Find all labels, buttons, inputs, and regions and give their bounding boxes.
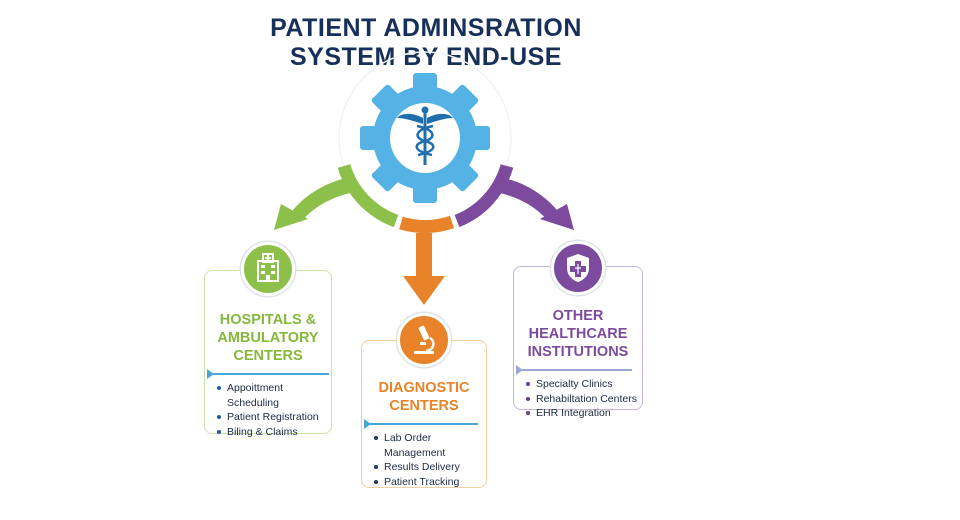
diagnostic-divider — [364, 419, 478, 429]
green-arrow-head — [274, 204, 308, 230]
hospital-building-icon — [241, 242, 295, 296]
diagnostic-title-line-2: CENTERS — [389, 398, 459, 414]
microscope-icon — [397, 313, 451, 367]
other-title-line-1: OTHER HEALTHCARE — [528, 308, 628, 342]
caduceus-icon — [397, 106, 453, 165]
list-item: Lab Order Management — [374, 431, 486, 460]
list-item: Appoittment Scheduling — [217, 381, 331, 410]
hospitals-title-line-3: CENTERS — [233, 348, 303, 364]
orange-arrow-body — [416, 233, 432, 277]
hospitals-title-line-1: HOSPITALS & — [219, 312, 317, 328]
ring-segment-purple — [454, 164, 514, 228]
purple-arrow-body — [500, 178, 560, 222]
medical-cross-shield-icon — [551, 241, 605, 295]
diagram-title: PATIENT ADMINSRATION SYSTEM BY END-USE — [236, 14, 616, 72]
diagnostic-card: DIAGNOSTIC CENTERS Lab Order Management … — [361, 340, 487, 488]
purple-arrow-head — [540, 204, 574, 230]
green-arrow-body — [290, 178, 350, 222]
other-divider — [516, 365, 632, 375]
list-item: Specialty Clinics — [526, 377, 642, 392]
other-title-line-2: INSTITUTIONS — [527, 344, 629, 360]
list-item: Biling & Claims — [217, 425, 331, 440]
list-item: EHR Integration — [526, 406, 642, 421]
other-list: Specialty Clinics Rehabiltation Centers … — [514, 377, 642, 421]
ring-segment-orange — [399, 215, 455, 233]
orange-arrow-head — [403, 276, 445, 305]
hospitals-title-line-2: AMBULATORY — [217, 330, 319, 346]
hospitals-divider — [207, 369, 329, 379]
title-line-2: SYSTEM BY END-USE — [290, 43, 562, 71]
diagnostic-title: DIAGNOSTIC CENTERS — [362, 379, 486, 415]
list-item: Patient Tracking — [374, 475, 486, 490]
hospitals-title: HOSPITALS & AMBULATORY CENTERS — [205, 311, 331, 365]
list-item: Results Delivery — [374, 460, 486, 475]
other-title: OTHER HEALTHCARE INSTITUTIONS — [514, 307, 642, 361]
list-item: Rehabiltation Centers — [526, 392, 642, 407]
title-line-1: PATIENT ADMINSRATION — [270, 14, 582, 42]
ring-segment-green — [337, 163, 399, 228]
list-item: Patient Registration — [217, 410, 331, 425]
diagnostic-list: Lab Order Management Results Delivery Pa… — [362, 431, 486, 489]
hospitals-list: Appoittment Scheduling Patient Registrat… — [205, 381, 331, 439]
diagnostic-title-line-1: DIAGNOSTIC — [378, 380, 470, 396]
hospitals-card: HOSPITALS & AMBULATORY CENTERS Appoittme… — [204, 270, 332, 438]
